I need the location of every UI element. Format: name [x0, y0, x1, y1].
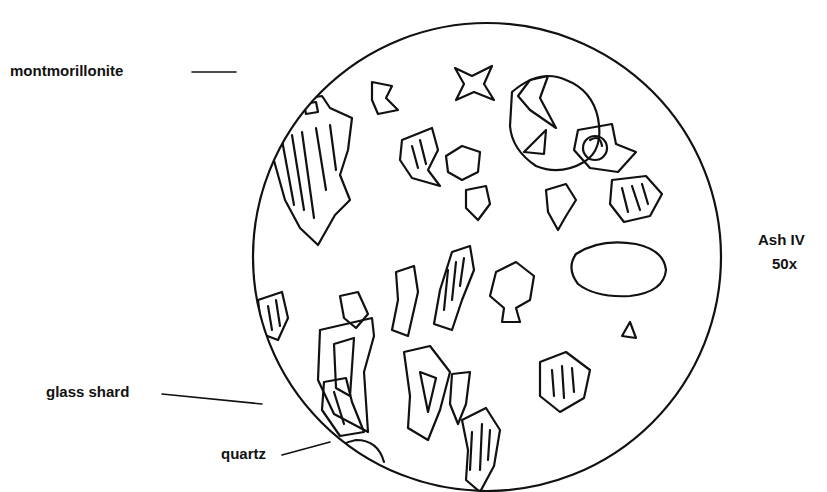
callout-label: quartz: [221, 446, 266, 463]
figure-caption: Ash IV: [758, 232, 805, 249]
figure-caption: 50x: [772, 256, 797, 273]
callout-label: montmorillonite: [10, 63, 123, 80]
leader-line: [162, 394, 262, 404]
field-of-view: [253, 23, 721, 491]
ash-particles: [256, 66, 666, 492]
callout-label: glass shard: [46, 384, 129, 401]
leader-line: [282, 442, 330, 455]
leader-line: [192, 71, 236, 73]
